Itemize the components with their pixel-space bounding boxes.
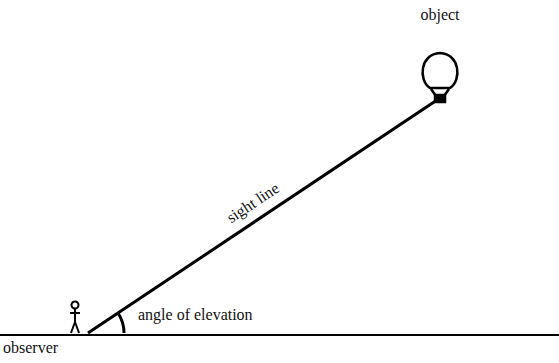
angle-arc bbox=[118, 313, 124, 333]
sight-line bbox=[88, 100, 437, 333]
observer-figure bbox=[70, 302, 80, 334]
object-label: object bbox=[420, 6, 459, 24]
observer-label: observer bbox=[3, 339, 58, 357]
angle-label: angle of elevation bbox=[138, 306, 253, 324]
sight-line-label: sight line bbox=[223, 179, 282, 227]
ground-line bbox=[0, 334, 559, 336]
balloon-object bbox=[423, 53, 458, 102]
